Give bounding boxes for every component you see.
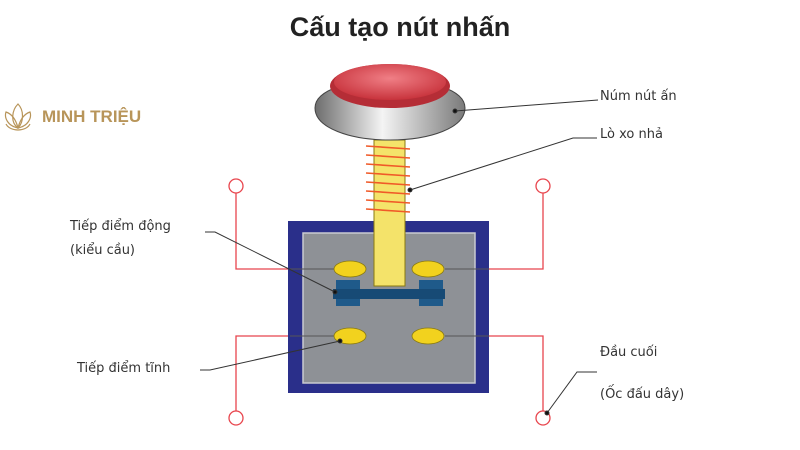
lotus-icon [4,103,32,131]
label-fixed-contact: Tiếp điểm tĩnh [76,361,170,376]
leader-lines [200,99,599,416]
diagram-title: Cấu tạo nút nhấn [290,12,510,42]
label-button-cap: Núm nút ấn [600,89,677,104]
moving-contact-right [411,260,445,278]
label-terminal: Đầu cuối [600,345,657,360]
terminal-screw-icon [228,410,244,426]
label-moving-contact: Tiếp điểm động [69,219,171,234]
button-cap [314,64,466,141]
logo-text: MINH TRIỆU [42,107,141,126]
contacts [333,260,445,345]
terminal-screw-icon [228,178,244,194]
moving-contact-left [333,260,367,278]
label-terminal-screw: (Ốc đấu dây) [600,385,684,402]
stem [373,139,406,287]
label-moving-contact-type: (kiểu cầu) [70,243,135,258]
logo: MINH TRIỆU [4,103,141,131]
terminal-screw-icon [535,410,551,426]
fixed-contact-right [411,327,445,345]
spring [365,145,411,213]
terminal-screw-icon [535,178,551,194]
bridge-contact [333,280,445,306]
terminal-wires [228,178,551,426]
label-spring: Lò xo nhả [600,127,663,142]
